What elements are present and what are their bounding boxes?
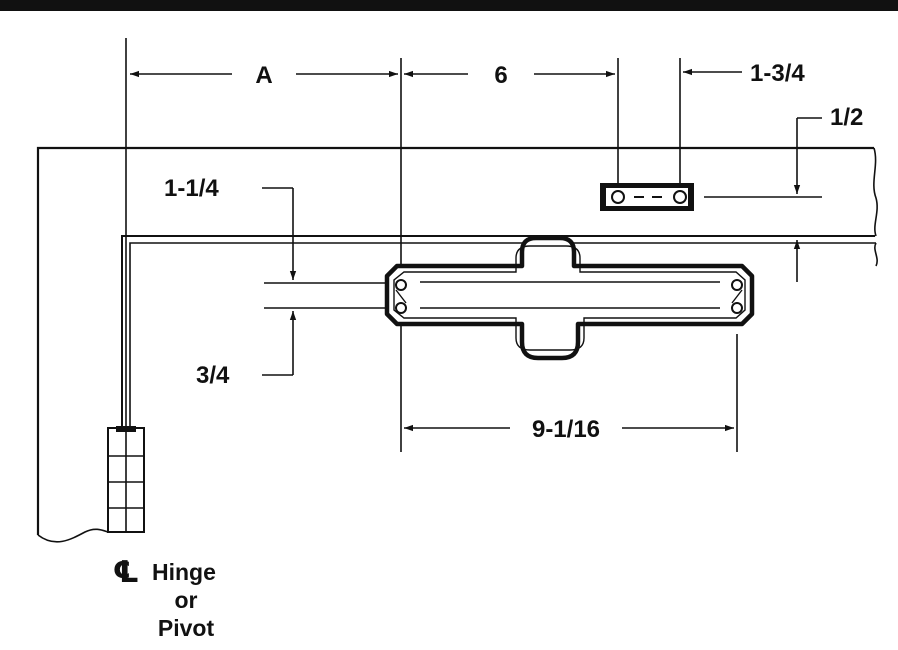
door-right-break xyxy=(874,242,878,267)
dim-3-4-label: 3/4 xyxy=(196,362,230,389)
frame-right-break xyxy=(873,147,878,237)
door-top-edge xyxy=(121,235,875,428)
dim-a-label: A xyxy=(255,62,272,89)
closer-body xyxy=(384,235,755,361)
top-border-bar xyxy=(0,0,898,11)
dim-1-1-4-label: 1-1/4 xyxy=(164,175,219,202)
arm-shoe-bracket xyxy=(600,183,694,211)
note-pivot: Pivot xyxy=(158,615,215,641)
centerline-symbol-icon: ℄ xyxy=(113,555,140,590)
dim-1-2-label: 1/2 xyxy=(830,104,863,131)
dim-1-3-4-label: 1-3/4 xyxy=(750,60,805,87)
note-hinge: Hinge xyxy=(152,559,216,585)
dim-9-1-16-label: 9-1/16 xyxy=(532,416,600,443)
door-top-edge-inner xyxy=(129,242,876,428)
dim-6-label: 6 xyxy=(494,62,507,89)
frame-header-outline xyxy=(36,146,874,535)
note-or: or xyxy=(175,587,198,613)
hinge-block xyxy=(107,426,145,533)
frame-bottom-break xyxy=(37,528,109,543)
